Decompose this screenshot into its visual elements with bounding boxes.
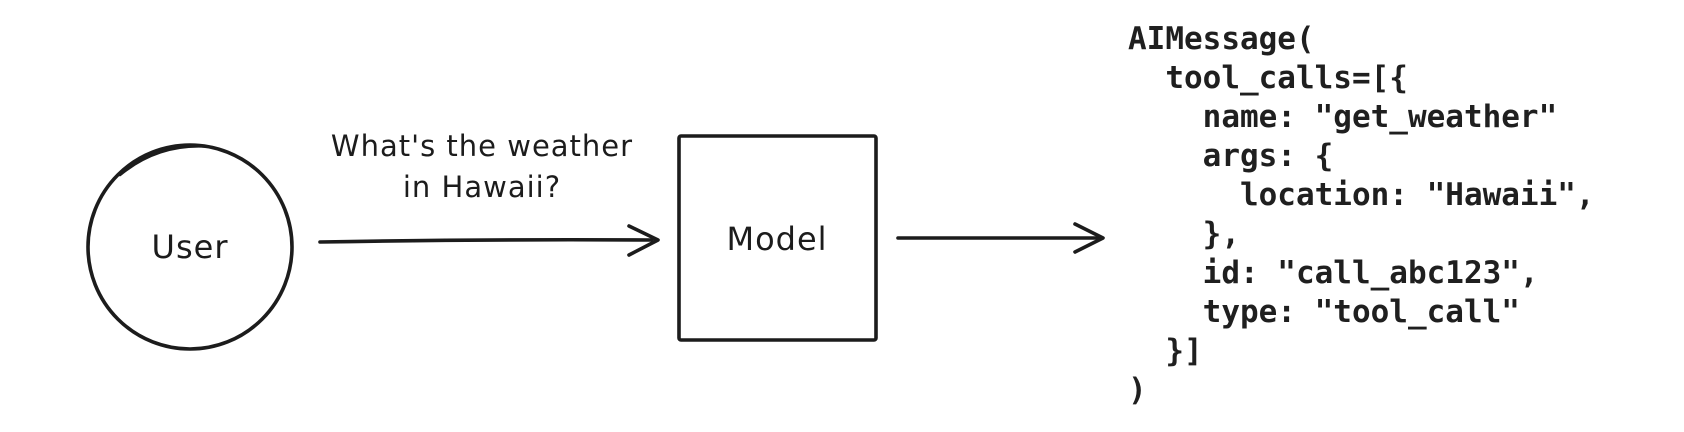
request-arrow-label: What's the weather in Hawaii? bbox=[330, 129, 634, 204]
user-node-label: User bbox=[151, 228, 229, 266]
model-node-label: Model bbox=[726, 220, 828, 258]
ai-message-code-block: AIMessage( tool_calls=[{ name: "get_weat… bbox=[1128, 21, 1595, 408]
request-arrow bbox=[318, 224, 660, 257]
output-arrow bbox=[896, 222, 1105, 254]
user-circle bbox=[86, 143, 294, 351]
model-box bbox=[677, 134, 878, 342]
